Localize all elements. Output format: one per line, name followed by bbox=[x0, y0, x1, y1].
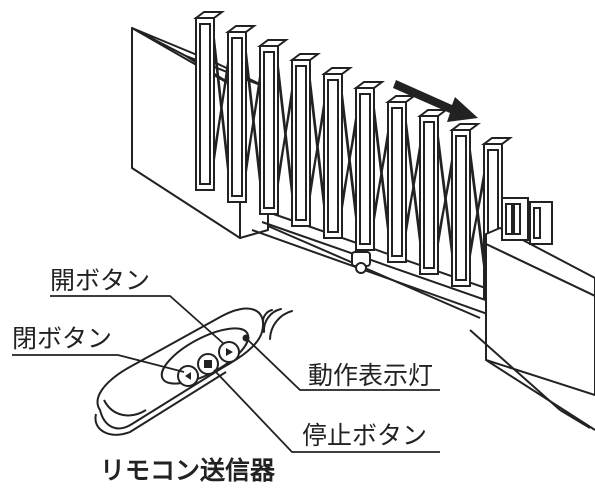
wireless-signal-icon bbox=[261, 308, 293, 340]
gate-panel bbox=[225, 25, 261, 203]
gate-panel bbox=[257, 39, 293, 215]
indicator-lamp-dot bbox=[242, 334, 250, 342]
gate-panel bbox=[289, 53, 325, 227]
open-button-label: 開ボタン bbox=[50, 266, 151, 295]
gate-end-block bbox=[469, 197, 591, 429]
leader-lines bbox=[12, 295, 440, 453]
accordion-gate bbox=[193, 11, 513, 299]
gate-caster bbox=[351, 251, 371, 274]
triangle-up-icon bbox=[226, 348, 233, 356]
remote-buttons bbox=[177, 334, 250, 387]
gate-panel bbox=[193, 11, 229, 191]
right-wall bbox=[485, 227, 595, 431]
close-button-label: 閉ボタン bbox=[12, 324, 113, 353]
stop-button-label: 停止ボタン bbox=[302, 421, 428, 450]
square-stop-icon bbox=[204, 360, 212, 368]
gate-panel bbox=[321, 67, 357, 239]
indicator-lamp-label: 動作表示灯 bbox=[308, 361, 434, 390]
right-arrow-icon bbox=[393, 80, 478, 122]
remote-transmitter-caption: リモコン送信器 bbox=[100, 456, 276, 485]
gate-panel bbox=[385, 95, 421, 263]
gate-panel bbox=[449, 123, 485, 287]
gate-panel bbox=[353, 81, 389, 251]
gate-panel bbox=[417, 109, 453, 275]
triangle-left-icon bbox=[185, 372, 191, 380]
